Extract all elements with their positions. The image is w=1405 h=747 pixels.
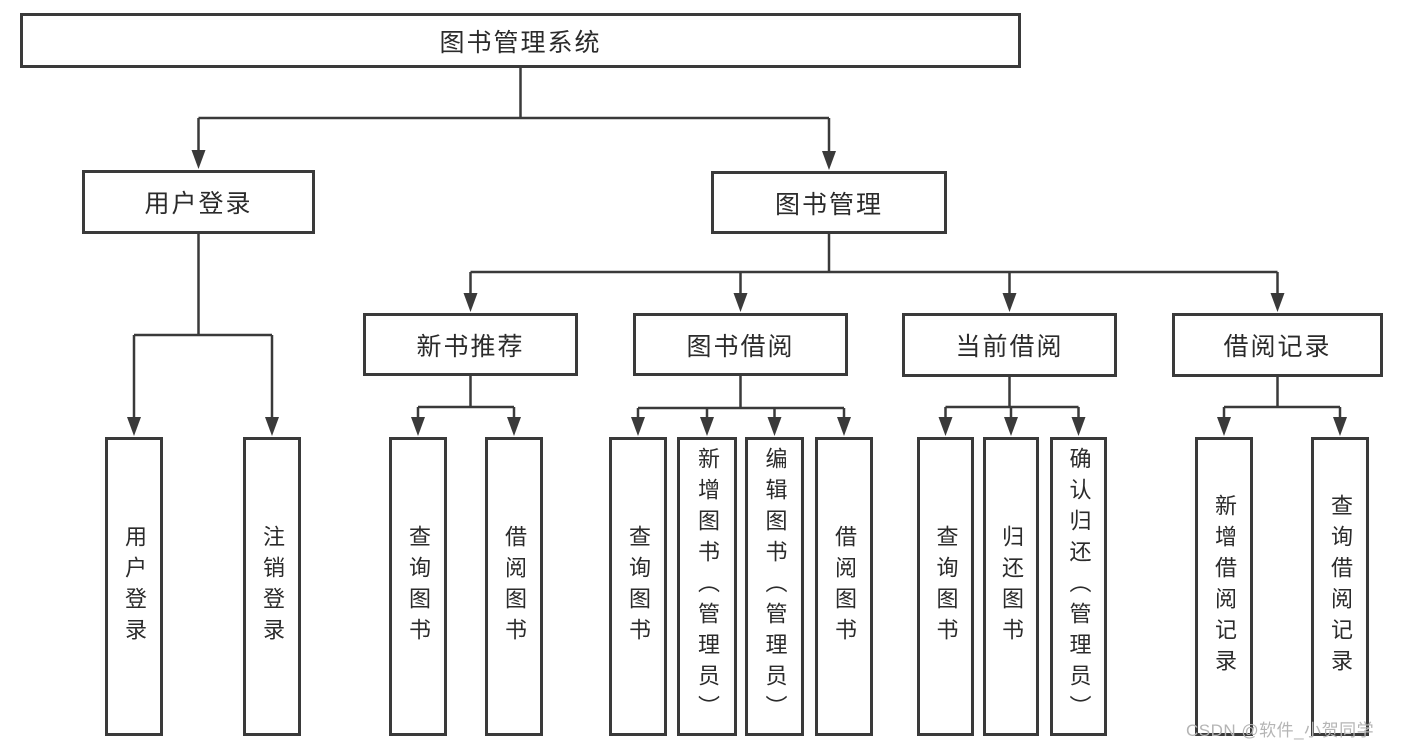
node-leaf-user-login: 用户登录	[105, 437, 163, 736]
arrowhead-br-add	[1217, 417, 1231, 436]
arrowhead-current-borrow	[1002, 293, 1017, 312]
node-cb-return: 归还图书	[983, 437, 1039, 736]
node-label: 查询图书	[626, 524, 651, 649]
arrowhead-leaf-logout	[265, 417, 279, 436]
node-borrow-record: 借阅记录	[1172, 313, 1383, 377]
node-label: 借阅图书	[502, 524, 527, 649]
connector-borrow-record	[1222, 377, 1342, 419]
arrowhead-nb-borrow	[507, 417, 521, 436]
watermark: CSDN @软件_小贺同学	[1186, 721, 1375, 740]
node-br-add: 新增借阅记录	[1195, 437, 1253, 736]
arrowhead-nb-query	[411, 417, 425, 436]
node-leaf-logout: 注销登录	[243, 437, 301, 736]
node-label: 新增借阅记录	[1212, 493, 1237, 680]
node-label: 确认归还（管理员）	[1066, 447, 1092, 726]
arrowhead-cb-query	[938, 417, 953, 436]
arrowhead-cb-return	[1004, 417, 1018, 436]
arrowhead-borrow-record	[1270, 293, 1285, 312]
arrowhead-book-mgmt	[822, 151, 836, 170]
arrowhead-bb-edit	[767, 417, 782, 436]
connector-user-login	[132, 234, 274, 419]
node-cb-confirm: 确认归还（管理员）	[1050, 437, 1107, 736]
node-bb-query: 查询图书	[609, 437, 667, 736]
node-label: 用户登录	[122, 524, 147, 649]
arrowhead-book-borrow	[733, 293, 748, 312]
arrowhead-br-query	[1333, 417, 1347, 436]
node-label: 借阅图书	[832, 524, 857, 649]
arrowhead-leaf-user-login	[127, 417, 141, 436]
connector-root	[197, 68, 831, 153]
node-new-book: 新书推荐	[363, 313, 578, 376]
node-cb-query: 查询图书	[917, 437, 974, 736]
node-nb-borrow: 借阅图书	[485, 437, 543, 736]
node-user-login: 用户登录	[82, 170, 315, 234]
node-bb-borrow: 借阅图书	[815, 437, 873, 736]
node-label: 编辑图书（管理员）	[762, 447, 788, 726]
connector-book-mgmt	[469, 234, 1279, 295]
arrowhead-user-login	[191, 150, 206, 169]
arrowhead-cb-confirm	[1071, 417, 1086, 436]
node-root: 图书管理系统	[20, 13, 1021, 68]
node-br-query: 查询借阅记录	[1311, 437, 1369, 736]
node-label: 查询图书	[406, 524, 431, 649]
node-book-borrow: 图书借阅	[633, 313, 848, 376]
node-label: 查询图书	[933, 524, 959, 649]
connector-book-borrow	[636, 376, 846, 419]
arrowhead-new-book	[463, 293, 478, 312]
node-book-mgmt: 图书管理	[711, 171, 947, 234]
arrowhead-bb-borrow	[837, 417, 851, 436]
node-label: 查询借阅记录	[1328, 493, 1353, 680]
node-label: 归还图书	[999, 524, 1024, 649]
node-current-borrow: 当前借阅	[902, 313, 1117, 377]
node-label: 注销登录	[260, 524, 285, 649]
node-bb-add: 新增图书（管理员）	[677, 437, 737, 736]
node-label: 新增图书（管理员）	[695, 447, 720, 726]
node-nb-query: 查询图书	[389, 437, 447, 736]
connector-current-borrow	[944, 377, 1080, 419]
arrowhead-bb-add	[700, 417, 714, 436]
arrowhead-bb-query	[631, 417, 645, 436]
node-bb-edit: 编辑图书（管理员）	[745, 437, 804, 736]
connector-new-book	[416, 376, 516, 419]
